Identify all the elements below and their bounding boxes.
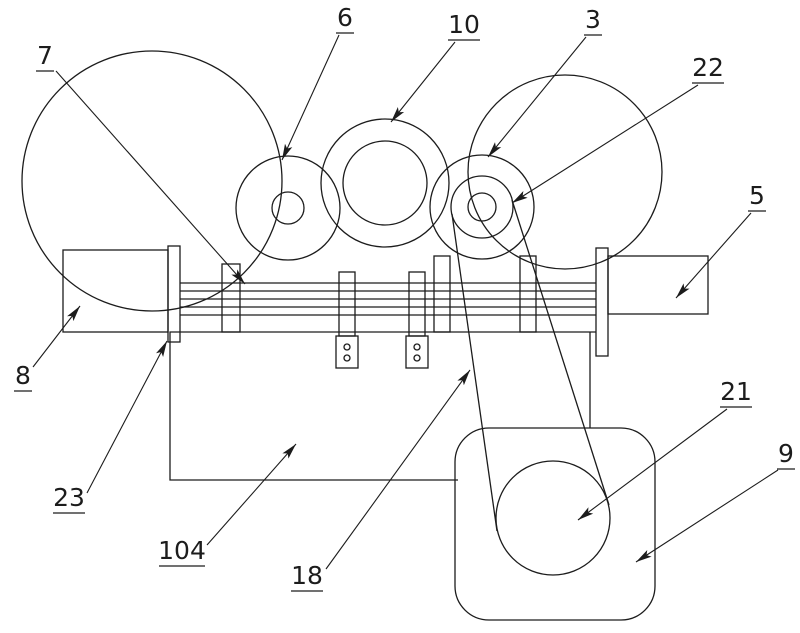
callout-8: 8 [14,305,81,392]
pulley-6-rim [235,155,341,261]
callout-leader-21 [577,408,728,521]
roller-10-rim [320,118,450,248]
callout-label-7: 7 [37,41,53,70]
roller-10-core [342,140,428,226]
callout-leader-18 [325,369,471,570]
left-block-flange [167,245,181,343]
callout-label-23: 23 [53,483,85,512]
callout-leader-6 [281,34,340,161]
left-flywheel-circle [21,50,283,312]
callout-label-5: 5 [749,181,765,210]
belt-right-run [511,199,610,506]
right-bearing-block [595,247,709,357]
callout-leader-10 [390,41,456,123]
pulley-6 [235,155,341,261]
callout-label-3: 3 [585,5,601,34]
callout-leader-9 [635,469,779,563]
pulley-6-hub [271,191,305,225]
motor-housing [454,427,656,621]
callout-leader-3 [487,36,587,158]
callout-label-104: 104 [158,536,206,565]
callout-10: 10 [390,10,480,123]
callout-6: 6 [281,3,354,161]
callout-label-10: 10 [448,10,480,39]
pulley-22 [429,154,535,260]
hanger-left-hole-bottom [343,354,351,362]
callout-3: 3 [487,5,602,158]
callout-23: 23 [53,340,168,514]
callout-leader-8 [32,305,81,368]
hanger-right-foot [405,335,429,369]
right-block-flange [595,247,609,357]
pulley-22-ring [450,175,514,239]
callout-label-8: 8 [15,361,31,390]
hanger-right-hole-bottom [413,354,421,362]
callout-18: 18 [291,369,471,592]
drive-belt [451,199,610,532]
callout-104: 104 [158,443,297,567]
mount-under-pulley-6 [221,263,241,333]
left-block-body [62,249,169,333]
callout-leader-5 [675,212,752,299]
left-bearing-block [62,245,181,343]
right-flywheel-circle [467,74,663,270]
shaft-mounts [221,255,537,333]
callout-leader-22 [511,84,699,204]
mount-under-pulley-22-left [433,255,451,333]
callout-22: 22 [511,53,724,204]
pulley-22-rim [429,154,535,260]
callouts-layer: 7 6 10 3 22 5 8 23 104 18 21 9 [14,3,795,592]
callout-leader-104 [206,443,297,546]
motor-pulley-21 [495,460,611,576]
base-outline [169,331,596,481]
callout-label-6: 6 [337,3,353,32]
callout-7: 7 [36,41,246,285]
hanger-right-hole-top [413,343,421,351]
hanger-bracket-right [405,271,429,369]
callout-leader-23 [86,340,168,494]
callout-label-21: 21 [720,377,752,406]
right-block-body [607,255,709,315]
hanger-left-foot [335,335,359,369]
hanger-right-plate [408,271,426,337]
hanger-left-plate [338,271,356,337]
belt-left-run [451,213,498,532]
machine-drawing [21,50,709,621]
callout-leader-7 [55,70,246,285]
drive-shaft [180,282,596,316]
callout-label-22: 22 [692,53,724,82]
hanger-left-hole-top [343,343,351,351]
callout-label-9: 9 [778,439,794,468]
callout-label-18: 18 [291,561,323,590]
roller-10 [320,118,450,248]
hanger-bracket-left [335,271,359,369]
callout-21: 21 [577,377,752,521]
callout-9: 9 [635,439,795,563]
pulley-22-hub [467,192,497,222]
callout-5: 5 [675,181,766,299]
base-plate [169,331,596,481]
